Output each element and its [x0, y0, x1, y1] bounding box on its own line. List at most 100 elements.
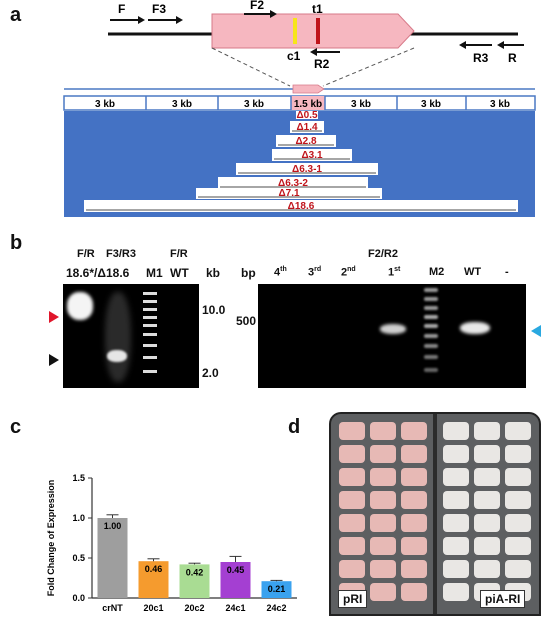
bar: [261, 581, 292, 598]
plate-label-pRI: pRI: [338, 590, 368, 608]
colony-patch: [401, 468, 427, 486]
x-tick-label: 24c1: [225, 603, 245, 613]
primer-R-arrow: [497, 41, 524, 49]
colony-patch: [443, 583, 469, 601]
gel-ladder-m2: [422, 286, 440, 384]
colony-patch: [401, 491, 427, 509]
colony-patch: [370, 514, 396, 532]
data-label: 0.46: [145, 564, 163, 574]
ladder-mark-500: 500: [236, 314, 257, 328]
lane-label: 18.6*/Δ18.6: [66, 266, 130, 280]
lane-label: 3rd: [308, 266, 322, 279]
colony-patch: [401, 537, 427, 555]
panel-label-d: d: [288, 416, 301, 438]
colony-patch: [505, 468, 531, 486]
colony-patch: [401, 560, 427, 578]
deletion-block: [276, 135, 336, 147]
bar: [97, 518, 128, 598]
primer-header: F/R: [77, 248, 95, 260]
lane-label: M1: [146, 266, 163, 280]
lane-label: 2nd: [341, 266, 356, 279]
primer-label-t1: t1: [312, 2, 323, 16]
colony-patch: [474, 491, 500, 509]
deletion-label: Δ6.3-2: [278, 178, 308, 189]
segment-label: 3 kb: [244, 99, 264, 110]
data-label: 0.21: [268, 584, 286, 594]
agar-plate-photo: [329, 412, 541, 616]
plate-label-piA-RI: piA-RI: [480, 590, 526, 608]
bar: [179, 564, 210, 598]
colony-patch: [505, 445, 531, 463]
colony-patch: [443, 560, 469, 578]
primer-F2-arrow: [244, 10, 277, 18]
primer-R2-arrow: [310, 48, 340, 56]
red-arrow-marker: [49, 311, 59, 323]
deletion-block: [196, 188, 382, 199]
segment-label: 3 kb: [95, 99, 115, 110]
data-label: 0.45: [227, 565, 245, 575]
colony-patch: [339, 491, 365, 509]
colony-patch: [474, 422, 500, 440]
colony-patch: [401, 583, 427, 601]
gene-locus-diagram: F F3 F2 t1 c1 R2 R3 R 3 kb 3 kb 3 kb 1.5…: [63, 0, 536, 217]
blue-arrow-marker: [531, 325, 541, 337]
deletion-block: [296, 111, 318, 119]
colony-patch: [370, 560, 396, 578]
colony-patch: [443, 422, 469, 440]
colony-patch: [370, 445, 396, 463]
deletion-block: [218, 177, 368, 189]
deletion-label: Δ3.1: [301, 150, 323, 161]
primer-F3-arrow: [148, 16, 183, 24]
lane-label: 4th: [274, 266, 287, 279]
deletion-label: Δ2.8: [295, 136, 317, 147]
colony-patch: [339, 537, 365, 555]
gel-band: [67, 292, 93, 320]
colony-patch: [370, 491, 396, 509]
primer-label-R3: R3: [473, 51, 489, 65]
deletion-block: [290, 121, 324, 133]
colony-patch: [339, 468, 365, 486]
panel-label-a: a: [10, 4, 22, 26]
primer-header: F3/R3: [106, 248, 136, 260]
y-tick-label: 1.5: [72, 473, 85, 483]
unit-label: kb: [206, 266, 221, 280]
lane-label: 1st: [388, 266, 401, 279]
primer-header: F/R: [170, 248, 188, 260]
primer-label-F2: F2: [250, 0, 264, 12]
colony-patch: [443, 537, 469, 555]
colony-patch: [443, 468, 469, 486]
primer-label-R2: R2: [314, 57, 330, 71]
primer-label-F3: F3: [152, 2, 166, 16]
gel-band: [107, 350, 127, 362]
colony-patch: [370, 468, 396, 486]
gene-arrow: [211, 13, 415, 49]
colony-patch: [505, 560, 531, 578]
segment-label: 3 kb: [351, 99, 371, 110]
colony-patch: [370, 422, 396, 440]
colony-patch: [339, 514, 365, 532]
data-label: 0.42: [186, 567, 204, 577]
colony-patch: [474, 514, 500, 532]
primer-F-arrow: [110, 16, 145, 24]
black-arrow-marker: [49, 354, 59, 366]
colony-patch: [474, 445, 500, 463]
colony-patch: [401, 422, 427, 440]
segment-label: 1.5 kb: [294, 99, 322, 110]
colony-patch: [401, 514, 427, 532]
gel-image-left: [63, 284, 199, 388]
x-tick-label: 24c2: [266, 603, 286, 613]
y-tick-label: 0.5: [72, 553, 85, 563]
deletion-block: [272, 149, 352, 161]
primer-label-R: R: [508, 51, 517, 65]
y-tick-label: 0.0: [72, 593, 85, 603]
ladder-mark-10: 10.0: [202, 303, 226, 317]
c1-marker: [293, 18, 297, 44]
colony-patch: [443, 445, 469, 463]
data-label: 1.00: [104, 521, 122, 531]
deletion-label: Δ6.3-1: [292, 164, 322, 175]
x-tick-label: 20c1: [143, 603, 163, 613]
x-tick-label: 20c2: [184, 603, 204, 613]
ladder-mark-2: 2.0: [202, 366, 219, 380]
unit-label: bp: [241, 266, 256, 280]
